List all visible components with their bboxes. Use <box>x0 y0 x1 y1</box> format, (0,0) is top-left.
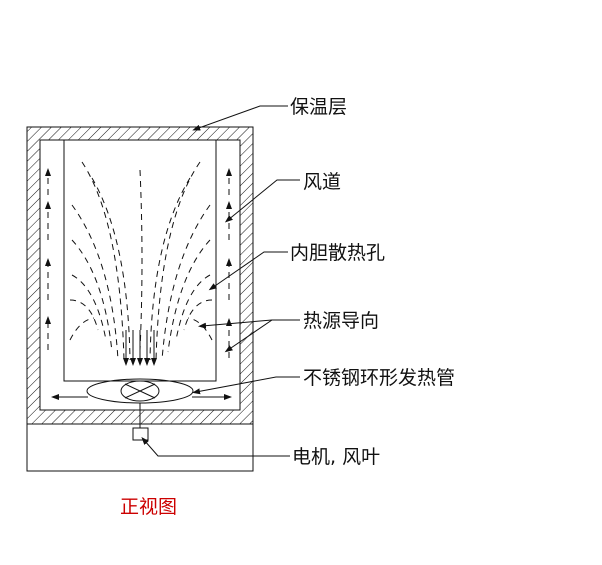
motor-icon <box>132 427 149 441</box>
leader-lines <box>141 105 300 457</box>
figure-caption: 正视图 <box>120 496 177 518</box>
label-motor-fan: 电机, 风叶 <box>292 446 380 468</box>
label-heat-guide: 热源导向 <box>303 310 379 332</box>
base-compartment <box>26 423 254 472</box>
fan-blade-icon <box>120 380 160 402</box>
label-air-duct: 风道 <box>303 171 341 193</box>
label-inner-holes: 内胆散热孔 <box>290 242 385 264</box>
heat-guide-streamlines <box>69 161 213 361</box>
label-heater-tube: 不锈钢环形发热管 <box>303 367 455 389</box>
down-arrows <box>123 330 157 366</box>
label-insulation: 保温层 <box>290 96 347 118</box>
